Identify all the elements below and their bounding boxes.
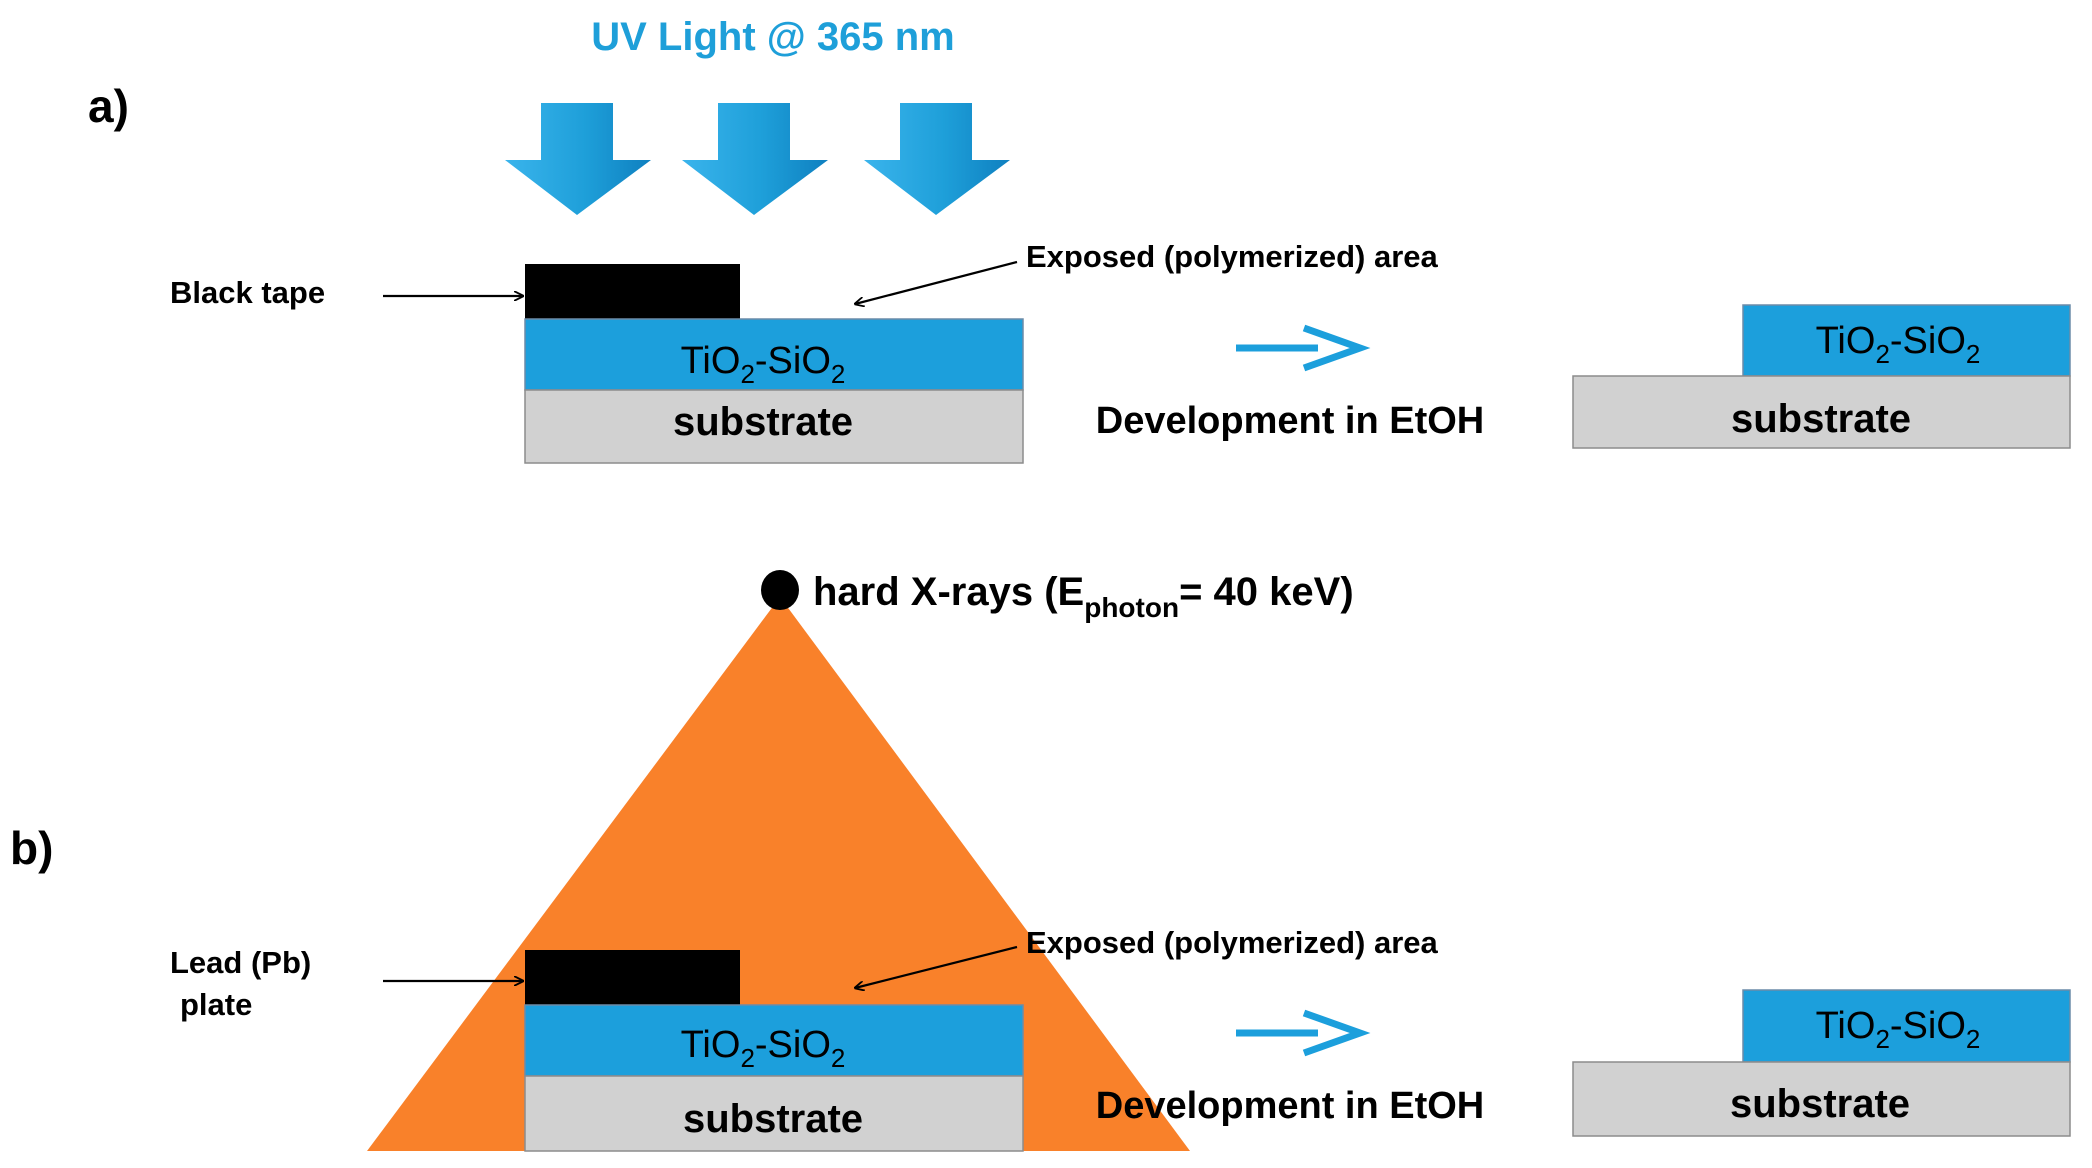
development-label: Development in EtOH bbox=[1096, 400, 1485, 442]
substrate-label: substrate bbox=[683, 1097, 863, 1141]
development-label: Development in EtOH bbox=[1096, 1085, 1485, 1127]
xray-source-dot-icon bbox=[761, 570, 799, 610]
result-substrate bbox=[1572, 375, 2071, 449]
development-arrow-head-icon bbox=[1302, 324, 1371, 372]
result-film bbox=[1742, 989, 2071, 1063]
black-tape-label: Black tape bbox=[170, 275, 325, 310]
panel-b: b) hard X-rays (Ephoton= 40 keV) TiO2-Si… bbox=[10, 570, 2071, 1152]
substrate-label: substrate bbox=[673, 400, 853, 444]
result-film-label: TiO2-SiO2 bbox=[1816, 320, 1981, 369]
result-film bbox=[1742, 304, 2071, 377]
result-film-label: TiO2-SiO2 bbox=[1816, 1005, 1981, 1054]
exposed-area-label: Exposed (polymerized) area bbox=[1026, 925, 1439, 960]
lead-plate-label-line1: Lead (Pb) bbox=[170, 945, 311, 980]
uv-arrow-icon bbox=[505, 103, 651, 215]
lead-plate-label-line2: plate bbox=[180, 987, 252, 1022]
substrate-layer bbox=[524, 1075, 1024, 1152]
exposed-area-pointer bbox=[855, 945, 1018, 988]
uv-light-title: UV Light @ 365 nm bbox=[591, 15, 955, 59]
result-substrate-label: substrate bbox=[1731, 397, 1911, 441]
tio2-sio2-film bbox=[524, 318, 1024, 391]
film-label: TiO2-SiO2 bbox=[681, 1024, 846, 1073]
xray-label: hard X-rays (Ephoton= 40 keV) bbox=[813, 570, 1354, 623]
substrate-layer bbox=[524, 389, 1024, 464]
result-substrate bbox=[1572, 1061, 2071, 1137]
development-arrow-head-icon bbox=[1302, 1009, 1371, 1057]
result-substrate-label: substrate bbox=[1730, 1082, 1910, 1126]
panel-a-label: a) bbox=[88, 80, 129, 132]
black-tape-mask bbox=[525, 264, 740, 319]
panel-b-label: b) bbox=[10, 822, 53, 874]
tio2-sio2-film bbox=[524, 1004, 1024, 1077]
film-label: TiO2-SiO2 bbox=[681, 340, 846, 389]
uv-arrow-icon bbox=[682, 103, 828, 215]
uv-arrow-icon bbox=[864, 103, 1010, 215]
exposed-area-pointer bbox=[855, 260, 1018, 304]
exposed-area-label: Exposed (polymerized) area bbox=[1026, 239, 1439, 274]
lead-plate-mask bbox=[525, 950, 740, 1005]
panel-a: a) UV Light @ 365 nm TiO2-SiO2 substrate… bbox=[88, 15, 2071, 464]
